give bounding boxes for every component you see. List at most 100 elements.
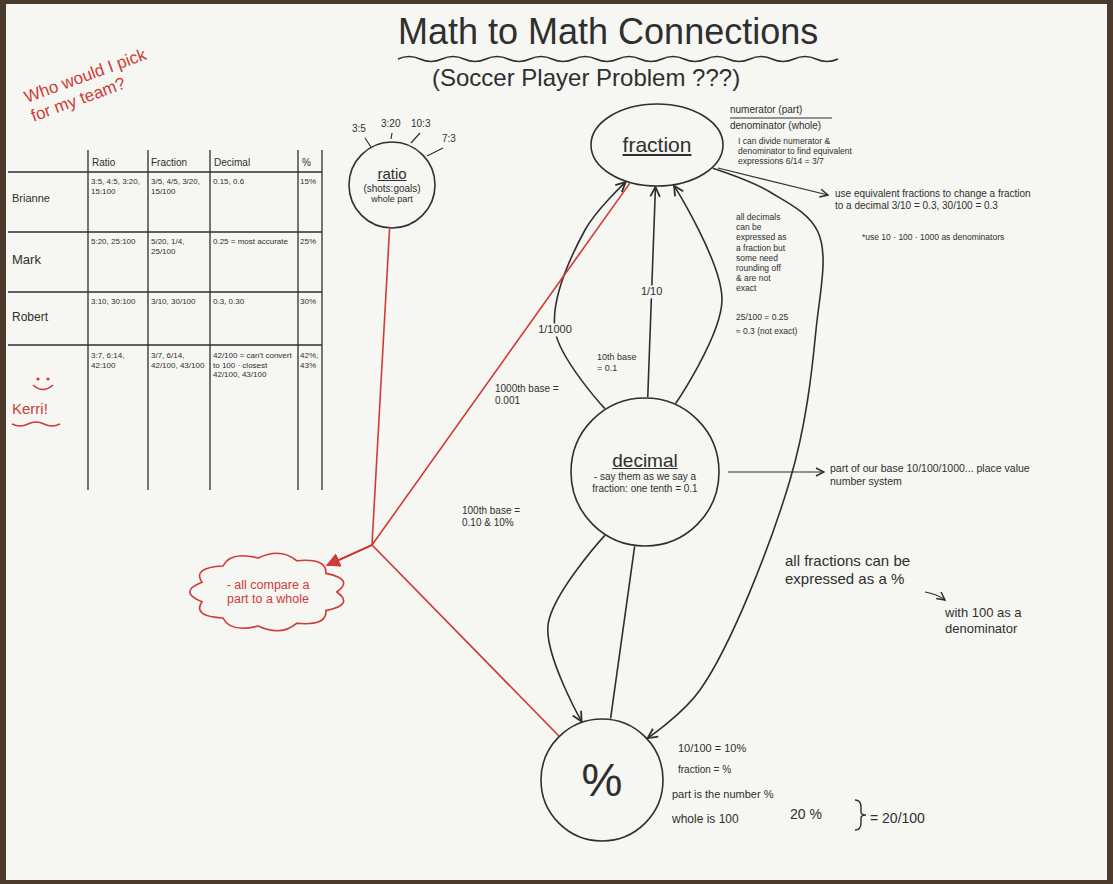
table-cell: 15% [300, 177, 316, 187]
connector-arrow [548, 535, 605, 721]
node-text: decimal- say them as we say a fraction: … [590, 450, 700, 495]
leader-line [411, 133, 420, 143]
table-cell: 25% [300, 237, 316, 247]
connector-arrow [327, 229, 389, 565]
annotation: 10th base = 0.1 [597, 352, 643, 374]
table-cell: Mark [12, 252, 41, 268]
leader-arrow [728, 471, 824, 472]
annotation: numerator (part) [730, 104, 802, 116]
node-heading: ratio [363, 165, 420, 182]
node-heading: fraction [623, 133, 692, 157]
leader-arrow [718, 168, 828, 195]
annotation: 7:3 [442, 133, 456, 145]
annotation: fraction = % [678, 764, 731, 776]
annotation: use equivalent fractions to change a fra… [835, 188, 1040, 212]
node-note: (shots:goals) [363, 183, 420, 195]
table-cell: 3:7, 6:14, 42:100 [91, 351, 146, 370]
decimal-circle: decimal- say them as we say a fraction: … [570, 397, 720, 547]
annotation: 20 % [790, 806, 822, 823]
table-cell: 3/5, 4/5, 3/20, 15/100 [151, 177, 207, 196]
table-cell: Brianne [12, 192, 50, 205]
annotation: I can divide numerator & denominator to … [738, 136, 878, 167]
annotation: 100th base = 0.10 & 10% [462, 505, 524, 529]
annotation: all decimals can be expressed as a fract… [736, 212, 788, 294]
annotation: (Soccer Player Problem ???) [432, 64, 740, 93]
edge-label: 1/1000 [536, 323, 574, 336]
leader-line [427, 148, 443, 156]
table-cell: Kerri! [12, 400, 48, 418]
table-cell: 5/20, 1/4, 25/100 [151, 237, 207, 256]
table-cell: 5:20, 25:100 [91, 237, 135, 247]
annotation: 1000th base = 0.001 [495, 383, 567, 407]
node-heading: decimal [590, 450, 700, 472]
leader-line [365, 138, 371, 147]
name-squiggle [12, 422, 60, 426]
node-heading: - all compare a part to a whole [218, 578, 318, 607]
table-cell: Fraction [151, 157, 187, 169]
connector-arrow [554, 182, 625, 409]
edge-label: 1/10 [639, 285, 664, 298]
annotation: 10/100 = 10% [678, 742, 746, 755]
annotation: Who would I pick for my team? [22, 38, 177, 128]
annotation: 25/100 = 0.25 [736, 312, 788, 322]
table-cell: 3:5, 4:5, 3:20, 15:100 [91, 177, 146, 196]
annotation: whole is 100 [672, 812, 739, 826]
node-note: - say them as we say a fraction: one ten… [590, 471, 700, 494]
table-cell: 0.25 = most accurate [213, 237, 288, 247]
node-heading: % [582, 754, 623, 807]
table-cell: Ratio [92, 157, 115, 169]
connector-arrow [327, 183, 629, 565]
table-cell: Robert [12, 310, 48, 324]
connector-group [327, 168, 823, 738]
fraction-circle: fraction [590, 103, 724, 187]
annotation: 10:3 [411, 118, 430, 130]
annotation: with 100 as a denominator [945, 605, 1065, 636]
smiley-mouth [33, 385, 53, 390]
table-cell: 3:10, 30:100 [91, 297, 135, 307]
table-cell: 42/100 = can't convert to 100 · closest … [213, 351, 295, 380]
table-cell: Decimal [214, 157, 250, 169]
annotation: ≈ 0.3 (not exact) [736, 326, 797, 336]
circle-outline [349, 142, 435, 228]
circle-outline [571, 398, 719, 546]
cloud-outline [190, 553, 344, 631]
annotation: 3:20 [381, 118, 400, 130]
paper-sheet [6, 4, 1107, 880]
circle-outline [541, 719, 663, 841]
connector-arrow [674, 186, 722, 404]
node-note: whole part [363, 194, 420, 204]
annotation: 3:5 [352, 123, 366, 135]
annotation: denominator (whole) [730, 120, 821, 132]
annotation: part of our base 10/100/1000... place va… [830, 462, 1040, 487]
table-cell: 3/10, 30/100 [151, 297, 195, 307]
leader-arrow [925, 592, 945, 600]
table-cell: % [302, 157, 311, 169]
node-text: - all compare a part to a whole [218, 578, 318, 607]
table-grid [8, 150, 322, 490]
summary-cloud: - all compare a part to a whole [188, 552, 348, 632]
table-cell: 30% [300, 297, 316, 307]
connector-arrow [611, 546, 635, 718]
table-cell: 42%, 43% [300, 351, 321, 370]
percent-circle: % [540, 718, 664, 842]
fraction-bar [730, 117, 832, 118]
annotation: all fractions can be expressed as a % [785, 552, 965, 588]
node-text: % [582, 754, 623, 807]
node-text: fraction [623, 133, 692, 157]
annotation: part is the number % [672, 788, 774, 801]
smiley-eye [46, 377, 49, 380]
table-cell: 0.3, 0.30 [213, 297, 244, 307]
table-cell: 0.15, 0.6 [213, 177, 244, 187]
smiley-eye [36, 377, 39, 380]
curly-bracket [855, 800, 866, 830]
annotation: = 20/100 [870, 810, 925, 827]
table-cell: 3/7, 6/14, 42/100, 43/100 [151, 351, 207, 370]
node-text: ratio(shots:goals)whole part [363, 165, 420, 204]
connector-arrow [327, 545, 558, 736]
leader-line [391, 133, 392, 139]
title-underline [398, 57, 838, 62]
